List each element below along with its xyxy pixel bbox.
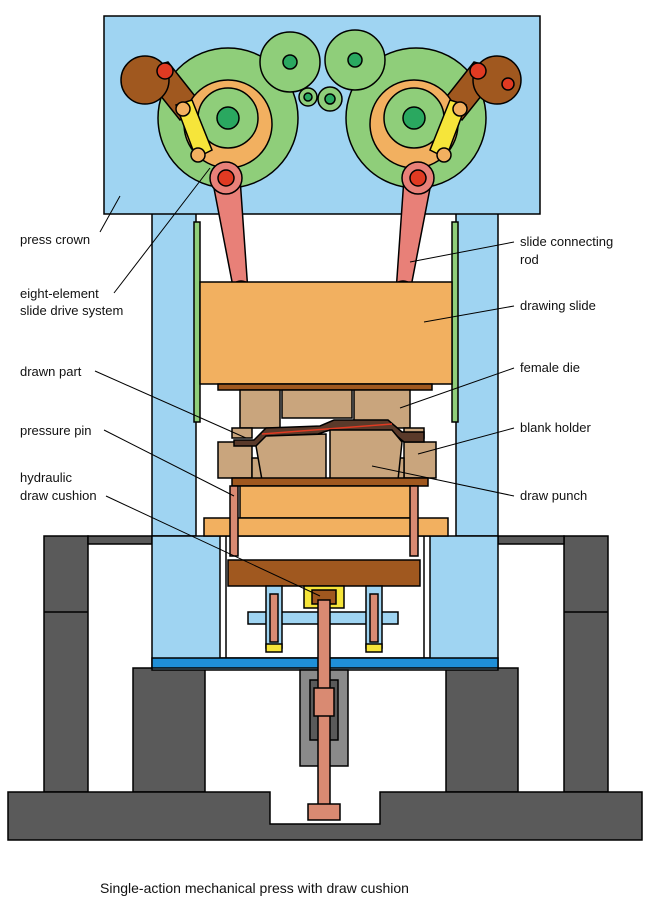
foundation-base xyxy=(7,791,643,841)
right-upright xyxy=(455,211,499,537)
leader-eight-element xyxy=(113,167,211,294)
caption: Single-action mechanical press with draw… xyxy=(100,880,409,896)
right-gib xyxy=(451,221,459,423)
leader-slide-rod xyxy=(409,241,515,263)
leader-press-crown xyxy=(99,195,121,233)
left-drive-linkage xyxy=(120,55,273,169)
label-slide-rod-line1: slide connecting xyxy=(520,234,613,249)
bolster-plate xyxy=(239,485,415,519)
draw-punch xyxy=(255,429,403,481)
frame-right-column xyxy=(563,535,609,793)
leader-drawing-slide xyxy=(423,305,515,323)
blank-holder xyxy=(217,441,437,481)
label-slide-rod-line2: rod xyxy=(520,252,539,267)
label-female-die: female die xyxy=(520,360,580,375)
leader-blank-holder xyxy=(417,427,515,455)
labels: press crown eight-element slide drive sy… xyxy=(20,232,613,503)
label-press-crown: press crown xyxy=(20,232,90,247)
slide-bolster xyxy=(217,383,433,391)
leader-pressure-pin xyxy=(103,429,235,497)
label-hydraulic-line2: draw cushion xyxy=(20,488,97,503)
left-gib xyxy=(193,221,201,423)
label-eight-element-line2: slide drive system xyxy=(20,303,123,318)
label-eight-element-line1: eight-element xyxy=(20,286,99,301)
punch-base-plate xyxy=(231,477,429,487)
bed-left-block xyxy=(132,667,206,793)
leader-lines xyxy=(94,167,515,597)
leader-draw-punch xyxy=(371,465,515,497)
left-upright xyxy=(151,211,197,537)
label-pressure-pin: pressure pin xyxy=(20,423,92,438)
cushion-plate xyxy=(227,559,421,587)
leader-hydraulic xyxy=(105,495,321,597)
drawing-slide xyxy=(199,281,453,385)
leader-female-die xyxy=(399,367,515,409)
bed-right-block xyxy=(445,667,519,793)
label-drawing-slide: drawing slide xyxy=(520,298,596,313)
hydraulic-draw-cushion xyxy=(247,585,399,821)
label-draw-punch: draw punch xyxy=(520,488,587,503)
leader-drawn-part xyxy=(94,370,247,439)
bolster-base xyxy=(203,517,449,537)
label-blank-holder: blank holder xyxy=(520,420,591,435)
press-frame xyxy=(7,535,643,841)
right-drive-linkage xyxy=(369,55,522,169)
label-hydraulic-line1: hydraulic xyxy=(20,470,73,485)
label-drawn-part: drawn part xyxy=(20,364,82,379)
frame-left-column xyxy=(43,535,89,793)
